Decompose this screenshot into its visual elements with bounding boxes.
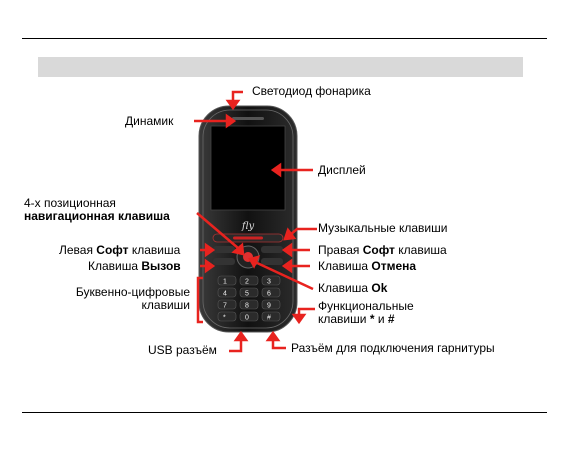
- right-soft-key[interactable]: [261, 246, 283, 253]
- keypad-key[interactable]: [217, 287, 237, 298]
- arrowhead-usb: [233, 330, 249, 342]
- music-key-strip-bar: [233, 236, 263, 240]
- keypad-key-label: 2: [245, 279, 249, 286]
- arrow-nav: [196, 212, 239, 249]
- keypad-key[interactable]: [217, 311, 237, 322]
- keypad-key[interactable]: [239, 299, 259, 310]
- brand-logo: fly: [241, 221, 255, 232]
- label-right-soft: Правая Софт клавиша: [318, 244, 447, 257]
- arrowhead-right-soft: [281, 242, 293, 258]
- speaker-slot: [232, 117, 264, 120]
- keypad-key[interactable]: [261, 299, 281, 310]
- keypad-key[interactable]: [261, 275, 281, 286]
- label-alnum-line2: клавиши: [141, 298, 190, 312]
- keypad-key-label: 5: [245, 291, 249, 298]
- label-left-soft-pre: Левая: [59, 243, 97, 257]
- label-call-bold: Вызов: [141, 260, 181, 273]
- arrowhead-cancel: [281, 258, 293, 274]
- keypad-key[interactable]: [217, 299, 237, 310]
- label-ok-pre: Клавиша: [318, 281, 372, 295]
- label-cancel-bold: Отмена: [371, 259, 417, 273]
- label-call-key: Клавиша Вызов: [88, 260, 192, 273]
- bottom-rule: [22, 412, 547, 413]
- label-alnum-line1: Буквенно-цифровые: [75, 285, 190, 299]
- arrow-ok: [254, 260, 314, 291]
- label-func-keys: Функциональные клавиши * и #: [318, 300, 414, 326]
- keypad-key-label: #: [267, 315, 271, 322]
- keypad-key[interactable]: [239, 311, 259, 322]
- label-func-hash: #: [387, 312, 395, 326]
- keypad-key[interactable]: [239, 287, 259, 298]
- arrow-headset: [271, 338, 286, 350]
- label-left-soft: Левая Софт клавиша: [59, 244, 180, 257]
- keypad-key[interactable]: [261, 311, 281, 322]
- keypad-key-label: *: [223, 315, 226, 322]
- alnum-bracket: [196, 276, 203, 324]
- label-func-mid: и: [374, 312, 388, 326]
- label-call-pre: Клавиша: [88, 260, 142, 273]
- top-rule: [22, 38, 547, 39]
- label-usb: USB разъём: [148, 343, 217, 357]
- keypad-key-label: 8: [245, 303, 249, 310]
- keypad-key-label: 3: [267, 279, 271, 286]
- label-nav-key-line2: навигационная клавиша: [24, 209, 170, 223]
- phone-screen: [210, 125, 286, 211]
- label-speaker: Динамик: [125, 114, 174, 128]
- keypad-key-label: 1: [223, 279, 227, 286]
- call-key[interactable]: [213, 258, 235, 265]
- arrowhead-ok: [248, 255, 261, 269]
- label-flashlight-led: Светодиод фонарика: [252, 84, 371, 98]
- arrowhead-flashlight: [225, 99, 241, 111]
- label-nav-key-line1: 4-х позиционная: [24, 196, 116, 210]
- keypad-key-label: 9: [267, 303, 271, 310]
- keypad-key-label: 4: [223, 291, 227, 298]
- label-left-soft-post: клавиша: [128, 243, 181, 257]
- arrowhead-speaker: [225, 113, 237, 129]
- label-ok-key: Клавиша Ok: [318, 282, 387, 295]
- arrowhead-left-soft: [204, 242, 216, 258]
- label-ok-bold: Ok: [371, 281, 388, 295]
- label-func-line2-pre: клавиши: [318, 312, 370, 326]
- arrowhead-display: [270, 162, 282, 178]
- header-band: [38, 57, 523, 77]
- label-right-soft-pre: Правая: [318, 243, 363, 257]
- keypad-key-label: 6: [267, 291, 271, 298]
- left-soft-key[interactable]: [213, 246, 235, 253]
- label-alnum: Буквенно-цифровые клавиши: [56, 286, 190, 312]
- keypad-key[interactable]: [217, 275, 237, 286]
- arrowhead-nav: [231, 242, 245, 256]
- keypad-key[interactable]: [239, 275, 259, 286]
- label-func-line1: Функциональные: [318, 299, 414, 313]
- label-left-soft-bold: Софт: [96, 243, 129, 257]
- arrow-music: [289, 227, 317, 236]
- arrowhead-func: [291, 313, 307, 325]
- keypad-key[interactable]: [261, 287, 281, 298]
- label-cancel-key: Клавиша Отмена: [318, 260, 416, 273]
- label-music-keys: Музыкальные клавиши: [318, 221, 448, 235]
- keypad-key-label: 7: [223, 303, 227, 310]
- label-headset: Разъём для подключения гарнитуры: [291, 341, 495, 355]
- label-display: Дисплей: [318, 163, 366, 177]
- label-func-line2: клавиши * и #: [318, 313, 414, 326]
- arrowhead-music: [283, 227, 297, 241]
- keypad-key-label: 0: [245, 315, 249, 322]
- label-func-star: *: [369, 312, 375, 326]
- cancel-key[interactable]: [261, 258, 283, 265]
- arrow-usb: [229, 338, 243, 353]
- label-right-soft-bold: Софт: [362, 243, 395, 257]
- arrowhead-headset: [265, 330, 281, 342]
- label-cancel-pre: Клавиша: [318, 259, 372, 273]
- keypad: 1 2 3 4 5 6 7 8 9 * 0 #: [217, 275, 281, 322]
- callout-arrows: [194, 90, 317, 353]
- label-right-soft-post: клавиша: [394, 243, 447, 257]
- arrowhead-call: [204, 258, 216, 274]
